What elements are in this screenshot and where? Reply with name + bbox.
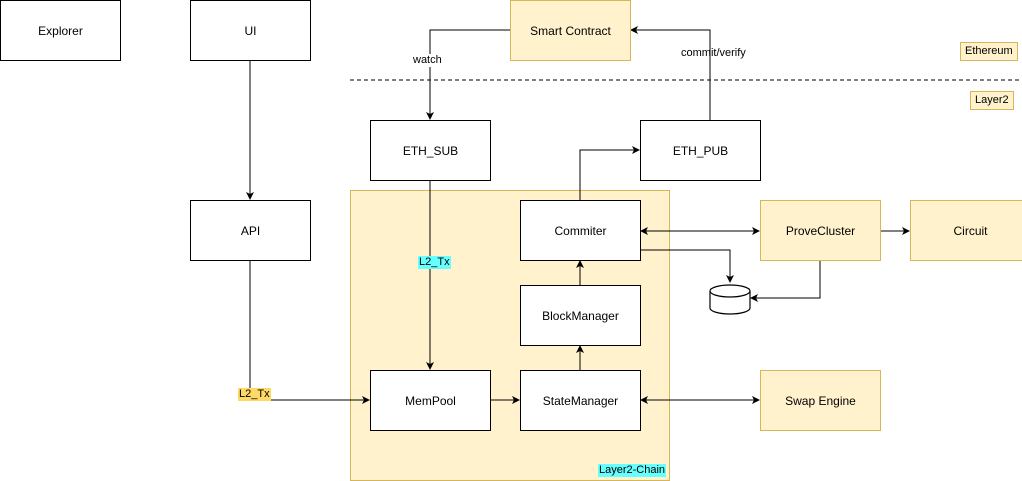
- node-label: ETH_PUB: [672, 143, 729, 158]
- node-label: UI: [244, 23, 257, 38]
- edge-contract-ethsub: [426, 29, 510, 120]
- node-ui[interactable]: UI: [190, 0, 311, 61]
- edge-label-watch: watch: [413, 54, 442, 67]
- node-api[interactable]: API: [190, 200, 311, 261]
- node-label: StateManager: [542, 393, 619, 408]
- zone-label-ethereum: Ethereum: [960, 42, 1018, 61]
- node-label: Explorer: [38, 23, 83, 38]
- node-label: Commiter: [554, 223, 607, 238]
- node-label: API: [240, 223, 261, 238]
- edge-label-l2-tx-api: L2_Tx: [238, 388, 271, 401]
- node-swap-engine[interactable]: Swap Engine: [760, 370, 881, 431]
- node-commiter[interactable]: Commiter: [520, 200, 641, 261]
- node-label: ETH_SUB: [402, 143, 459, 158]
- database-icon: [709, 284, 751, 315]
- edge-label-l2-tx-sub: L2_Tx: [418, 256, 451, 269]
- container-label-layer2-chain: Layer2-Chain: [598, 464, 667, 477]
- node-circuit[interactable]: Circuit: [910, 200, 1022, 261]
- node-eth-pub[interactable]: ETH_PUB: [640, 120, 761, 181]
- node-label: MemPool: [405, 393, 456, 408]
- node-mempool[interactable]: MemPool: [370, 370, 491, 431]
- edge-api-mempool: [249, 260, 370, 404]
- edge-ethpub-contract: [630, 26, 711, 120]
- node-label: BlockManager: [542, 308, 619, 323]
- node-label: Circuit: [953, 223, 988, 238]
- node-eth-sub[interactable]: ETH_SUB: [370, 120, 491, 181]
- node-label: Swap Engine: [785, 393, 856, 408]
- node-label: ProveCluster: [785, 223, 856, 238]
- edge-label-commit-verify: commit/verify: [681, 47, 746, 59]
- edge-commiter-database: [640, 249, 734, 283]
- node-state-manager[interactable]: StateManager: [520, 370, 641, 431]
- node-smart-contract[interactable]: Smart Contract: [510, 0, 631, 61]
- zone-label-layer2: Layer2: [970, 91, 1014, 110]
- node-block-manager[interactable]: BlockManager: [520, 285, 641, 346]
- edge-provecluster-database: [750, 260, 821, 302]
- node-prove-cluster[interactable]: ProveCluster: [760, 200, 881, 261]
- node-label: Smart Contract: [530, 23, 611, 38]
- edge-commiter-ethpub: [579, 146, 640, 200]
- node-explorer[interactable]: Explorer: [0, 0, 121, 61]
